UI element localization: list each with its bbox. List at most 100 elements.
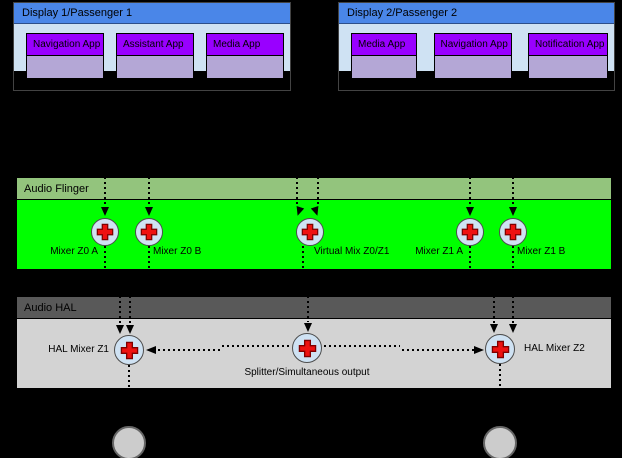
app-audio-stream-line [64, 78, 66, 91]
app-window: Media App [351, 33, 417, 91]
audio-stream-dotted-line [512, 177, 514, 206]
app-box: Navigation App [26, 33, 104, 78]
app-window: Navigation App [433, 33, 512, 91]
audio-stream-dotted-line [469, 177, 471, 206]
mixer-node [114, 335, 144, 365]
audio-hal-title-bar: Audio HAL [17, 297, 611, 319]
mixer-node [296, 218, 324, 246]
audio-stream-dotted-line [317, 177, 319, 206]
app-box: Media App [206, 33, 284, 78]
audio-stream-dotted-line [148, 246, 150, 269]
mixer-label: Mixer Z0 A [50, 246, 98, 257]
speaker-icon [112, 426, 146, 458]
app-body [207, 56, 283, 78]
display-1-body: Navigation App Assistant App Media App [14, 24, 290, 91]
mixer-label: Mixer Z1 A [415, 246, 463, 257]
app-window: Notification App [528, 33, 608, 91]
audio-hal-title: Audio HAL [24, 301, 77, 314]
app-window: Media App [206, 33, 284, 91]
mixer-plus-icon [120, 341, 138, 359]
speaker-icon [483, 426, 517, 458]
audio-stream-dotted-line [499, 364, 501, 388]
mixer-node [135, 218, 163, 246]
audio-stream-dotted-line [493, 296, 495, 323]
app-body [529, 56, 607, 78]
app-title: Assistant App [123, 39, 184, 50]
app-body [434, 56, 511, 78]
app-audio-stream-line [154, 78, 156, 91]
display-2-title: Display 2/Passenger 2 [347, 7, 458, 19]
app-audio-stream-line [383, 78, 385, 91]
mixer-label: Virtual Mix Z0/Z1 [314, 246, 390, 257]
mixer-plus-icon [504, 223, 522, 241]
app-box: Media App [351, 33, 417, 78]
mixer-label: Splitter/Simultaneous output [244, 367, 370, 378]
audio-stream-dotted-line [296, 177, 298, 206]
audio-stream-dotted-line [324, 345, 400, 347]
app-body [352, 56, 416, 78]
audio-stream-dotted-line [512, 246, 514, 269]
mixer-label: Mixer Z0 B [153, 246, 202, 257]
output-arrow-icon [474, 346, 484, 354]
mixer-node [499, 218, 527, 246]
display-1-title-bar: Display 1/Passenger 1 [14, 3, 290, 24]
audio-stream-dotted-line [512, 296, 514, 323]
audio-stream-dotted-line [129, 296, 131, 324]
app-title: Navigation App [440, 39, 508, 50]
app-title: Notification App [535, 39, 605, 50]
app-audio-stream-line [244, 78, 246, 91]
mixer-plus-icon [301, 223, 319, 241]
audio-stream-dotted-line [148, 177, 150, 206]
app-body [27, 56, 103, 78]
mixer-plus-icon [298, 339, 316, 357]
display-2-panel: Display 2/Passenger 2 Media App Navigatio… [338, 2, 615, 91]
audio-stream-dotted-line [302, 246, 304, 269]
input-arrow-icon [466, 207, 474, 216]
mixer-node [91, 218, 119, 246]
input-arrow-icon [101, 207, 109, 216]
app-window: Navigation App [26, 33, 104, 91]
display-2-title-bar: Display 2/Passenger 2 [339, 3, 614, 24]
app-box: Notification App [528, 33, 608, 78]
audio-stream-dotted-line [402, 349, 474, 351]
input-arrow-icon [490, 324, 498, 333]
audio-stream-dotted-line [158, 349, 220, 351]
input-arrow-icon [116, 325, 124, 334]
mixer-plus-icon [96, 223, 114, 241]
input-arrow-icon [126, 325, 134, 334]
audio-stream-dotted-line [119, 296, 121, 324]
app-body [117, 56, 193, 78]
display-2-body: Media App Navigation App Notification App [339, 24, 614, 91]
audio-stream-dotted-line [104, 177, 106, 206]
mixer-label: HAL Mixer Z2 [524, 343, 585, 354]
app-title: Media App [213, 39, 261, 50]
mixer-plus-icon [491, 340, 509, 358]
input-arrow-icon [145, 207, 153, 216]
app-audio-stream-line [567, 78, 569, 91]
mixer-node [292, 333, 322, 363]
audio-stream-dotted-line [104, 246, 106, 269]
app-window: Assistant App [116, 33, 194, 91]
mixer-plus-icon [140, 223, 158, 241]
display-1-title: Display 1/Passenger 1 [22, 7, 133, 19]
app-audio-stream-line [471, 78, 474, 91]
mixer-label: HAL Mixer Z1 [48, 344, 109, 355]
mixer-node [485, 334, 515, 364]
mixer-plus-icon [461, 223, 479, 241]
audio-flinger-title-bar: Audio Flinger [17, 178, 611, 200]
input-arrow-icon [304, 323, 312, 332]
app-title: Media App [358, 39, 406, 50]
display-1-panel: Display 1/Passenger 1 Navigation App Assi… [13, 2, 291, 91]
output-arrow-icon [146, 346, 156, 354]
audio-stream-dotted-line [128, 365, 130, 388]
input-arrow-icon [509, 207, 517, 216]
app-box: Assistant App [116, 33, 194, 78]
app-title: Navigation App [33, 39, 101, 50]
audio-stream-dotted-line [469, 246, 471, 269]
app-box: Navigation App [433, 33, 512, 78]
mixer-label: Mixer Z1 B [517, 246, 566, 257]
audio-stream-dotted-line [307, 296, 309, 322]
audio-flinger-title: Audio Flinger [24, 182, 89, 195]
mixer-node [456, 218, 484, 246]
